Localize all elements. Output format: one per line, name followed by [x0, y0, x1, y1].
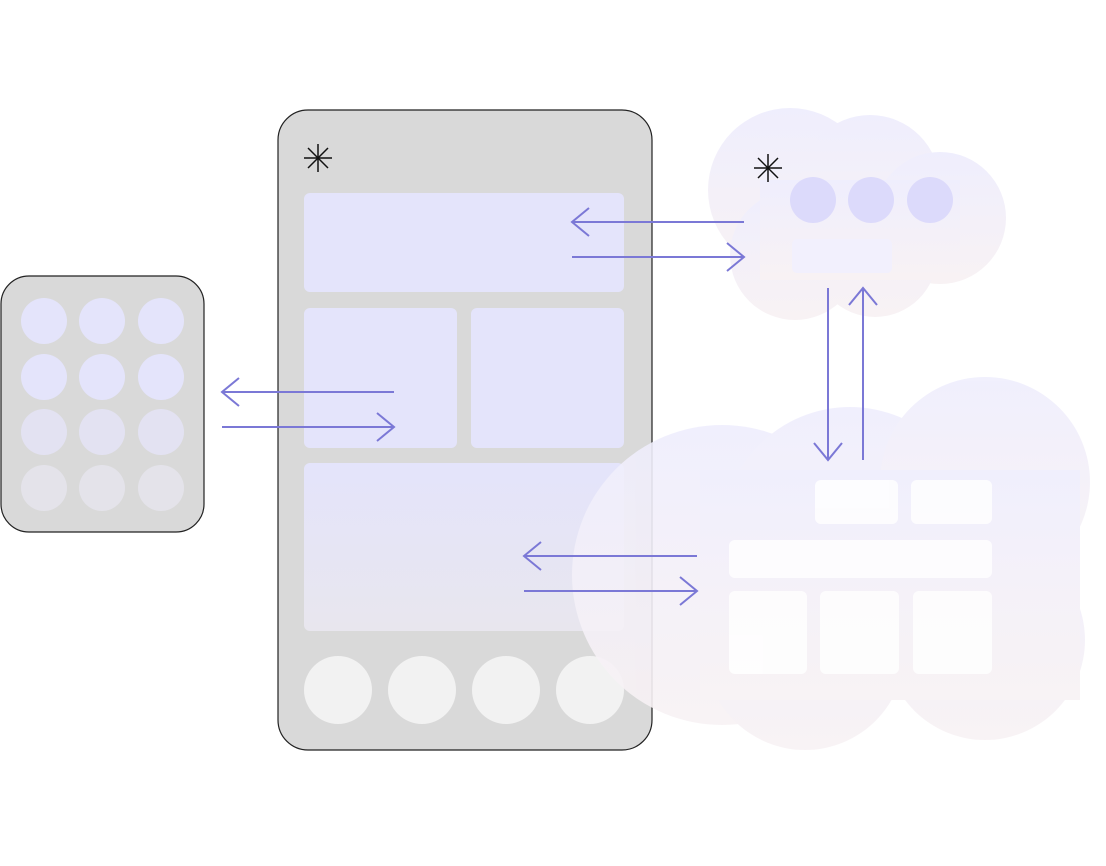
data-block: [729, 591, 807, 674]
service-node: [790, 177, 836, 223]
nav-button: [388, 656, 456, 724]
arrow-up-icon: [848, 286, 878, 460]
arrow-right-icon: [222, 412, 396, 442]
app-icon: [79, 409, 125, 455]
arrow-down-icon: [813, 288, 843, 462]
service-node: [848, 177, 894, 223]
arrow-left-icon: [570, 207, 744, 237]
asterisk-icon: [754, 154, 782, 182]
service-block: [792, 239, 892, 273]
content-card-left: [304, 308, 457, 448]
data-block: [815, 480, 898, 524]
app-icon: [21, 354, 67, 400]
asterisk-icon: [304, 144, 332, 172]
app-icon-grid: [21, 298, 184, 511]
nav-button: [556, 656, 624, 724]
app-icon: [79, 298, 125, 344]
arrow-left-icon: [220, 377, 394, 407]
content-card-right: [471, 308, 624, 448]
app-icon: [21, 409, 67, 455]
small-device: [0, 275, 205, 533]
data-block: [820, 591, 899, 674]
arrow-right-icon: [572, 242, 746, 272]
app-icon: [138, 354, 184, 400]
service-node: [907, 177, 953, 223]
nav-button: [304, 656, 372, 724]
top-cloud: [708, 108, 1006, 320]
bottom-cloud: [572, 377, 1090, 750]
data-block-wide: [729, 540, 992, 578]
content-panel-wide: [304, 463, 624, 631]
header-panel: [304, 193, 624, 292]
app-icon: [138, 465, 184, 511]
app-icon: [79, 354, 125, 400]
data-block: [913, 591, 992, 674]
app-icon: [138, 298, 184, 344]
nav-button: [472, 656, 540, 724]
app-icon: [79, 465, 125, 511]
arrow-left-icon: [522, 541, 697, 571]
app-icon: [21, 298, 67, 344]
arrow-right-icon: [524, 576, 699, 606]
app-icon: [21, 465, 67, 511]
app-icon: [138, 409, 184, 455]
data-block: [911, 480, 992, 524]
arrows: [220, 207, 878, 606]
